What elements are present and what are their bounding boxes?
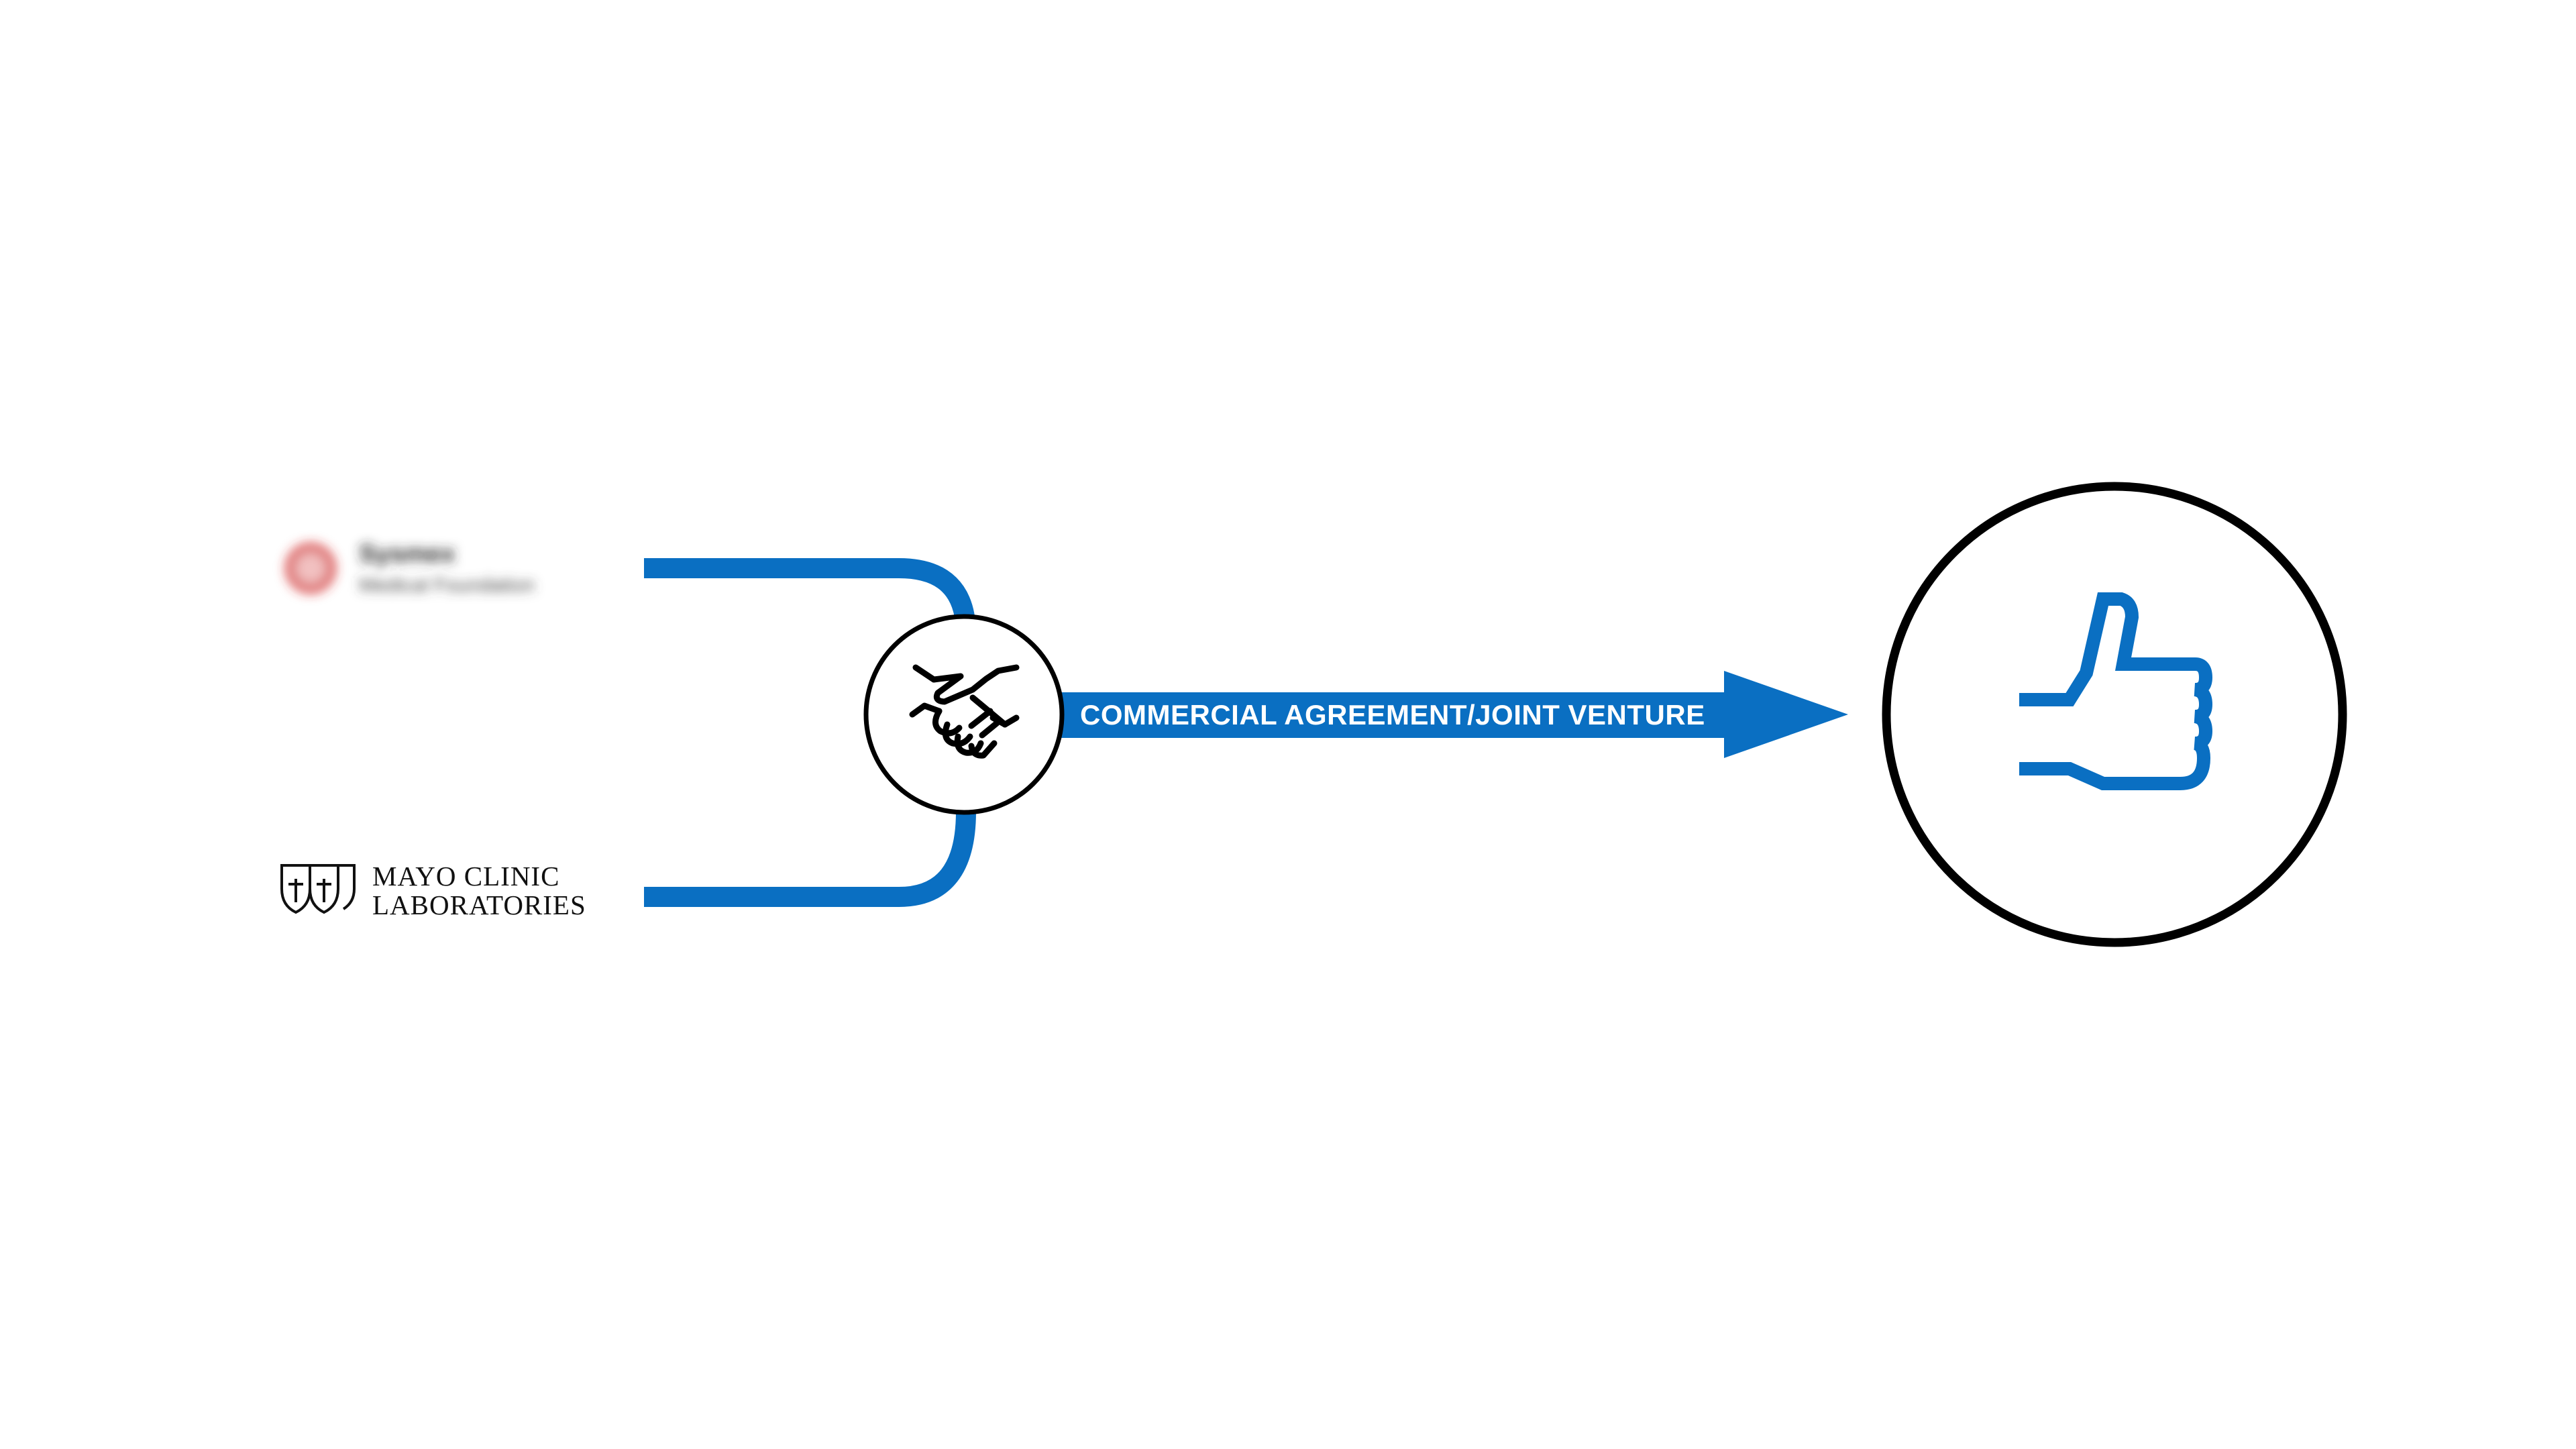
handshake-icon [909,664,1020,759]
partner-top-name: Sysmex [359,540,455,568]
agreement-label: COMMERCIAL AGREEMENT/JOINT VENTURE [1080,699,1705,731]
handshake-node [863,614,1065,815]
shields-icon [280,864,356,914]
bottom-connector-line [644,811,976,907]
partner-logo-bottom: MAYO CLINIC LABORATORIES [280,861,586,920]
outcome-node [1882,482,2347,947]
mayo-line-2: LABORATORIES [372,890,586,920]
agreement-arrow: COMMERCIAL AGREEMENT/JOINT VENTURE [1060,671,1848,758]
partner-top-subtitle: Medical Foundation [359,574,535,596]
thumbs-up-icon [2019,592,2213,790]
mayo-line-1: MAYO CLINIC [372,861,559,892]
partner-logo-top: Sysmex Medical Foundation [285,540,535,596]
top-connector-line [644,558,976,635]
